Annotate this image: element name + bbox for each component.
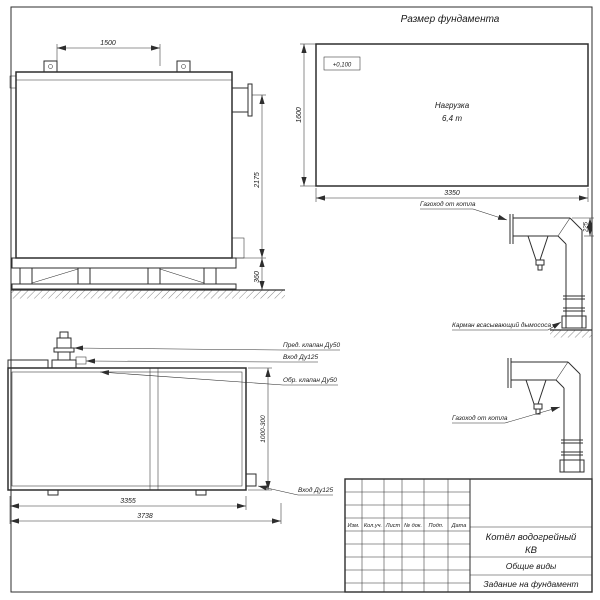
- doc-type-line2: Задание на фундамент: [483, 579, 578, 589]
- callout-inlet-bottom: Вход Ду125: [298, 486, 333, 494]
- product-name-line1: Котёл водогрейный: [486, 532, 577, 543]
- lifting-lug: [176, 60, 191, 73]
- product-name-line2: КВ: [525, 545, 538, 556]
- flue-pocket-leader: [547, 321, 562, 331]
- boiler-side-view: 1500 2175 360: [9, 40, 285, 299]
- dim-1500: 1500: [100, 40, 116, 47]
- flue-outlet-stub: [231, 87, 249, 113]
- flue-assembly-bottom: Газоход от котла: [452, 357, 585, 473]
- dim-1000-300: 1000-300: [260, 415, 267, 443]
- sheet-title: Размер фундамента: [401, 13, 500, 25]
- titleblock-header-podp: Подп.: [429, 523, 444, 529]
- sheet-frame: [10, 6, 593, 593]
- dim-3355: 3355: [120, 498, 136, 505]
- valve-assembly: [51, 331, 87, 369]
- foundation-load-line1: Нагрузка: [435, 101, 470, 110]
- inlet-stub: [245, 473, 257, 487]
- boiler-plan-view: 1000-300 3355 3738 Пред. клапан Ду50 Вхо…: [7, 331, 340, 524]
- dim-1600: 1600: [296, 107, 303, 123]
- titleblock-header-koluch: Кол.уч.: [364, 523, 382, 529]
- foundation-load-line2: 6,4 т: [442, 114, 462, 123]
- titleblock-header-list: Лист: [385, 523, 401, 529]
- dim-225: 225: [584, 221, 590, 233]
- boiler-body: [15, 71, 233, 259]
- ground-hatch: [11, 290, 285, 299]
- dim-3350: 3350: [444, 190, 460, 197]
- flue-assembly-top: 225 Газоход от котла Карман всасывающий …: [420, 200, 594, 338]
- foundation-outline: [315, 43, 589, 187]
- flue-top-label: Газоход от котла: [420, 200, 476, 208]
- title-block: Изм. Кол.уч. Лист № док. Подп. Дата Котё…: [344, 478, 593, 593]
- callout-check-valve: Обр. клапан Ду50: [283, 376, 337, 384]
- foundation-elevation-label: +0,100: [333, 63, 352, 69]
- flue-top-leader: [472, 208, 508, 221]
- flue-pocket-label: Карман всасывающий дымососа: [452, 321, 551, 329]
- plan-outline: [7, 367, 247, 491]
- foundation-plan: +0,100 Нагрузка 6,4 т 1600 3350: [296, 43, 589, 202]
- flue-ground-hatch: [550, 330, 592, 338]
- dim-3738: 3738: [137, 513, 153, 520]
- callout-inlet-top: Вход Ду125: [283, 353, 318, 361]
- lifting-lug: [43, 60, 58, 73]
- elevation-marker: [323, 56, 361, 71]
- flue-bottom-label: Газоход от котла: [452, 414, 508, 422]
- dim-360: 360: [254, 271, 261, 283]
- dim-2175: 2175: [254, 172, 261, 189]
- flue-bottom-leader: [504, 406, 561, 424]
- titleblock-header-ndok: № док.: [404, 523, 422, 529]
- callout-safety-valve: Пред. клапан Ду50: [283, 341, 340, 349]
- titleblock-header-data: Дата: [451, 523, 467, 529]
- support-beam: [11, 257, 237, 269]
- doc-type-line1: Общие виды: [506, 561, 557, 571]
- titleblock-header-izm: Изм.: [348, 523, 360, 529]
